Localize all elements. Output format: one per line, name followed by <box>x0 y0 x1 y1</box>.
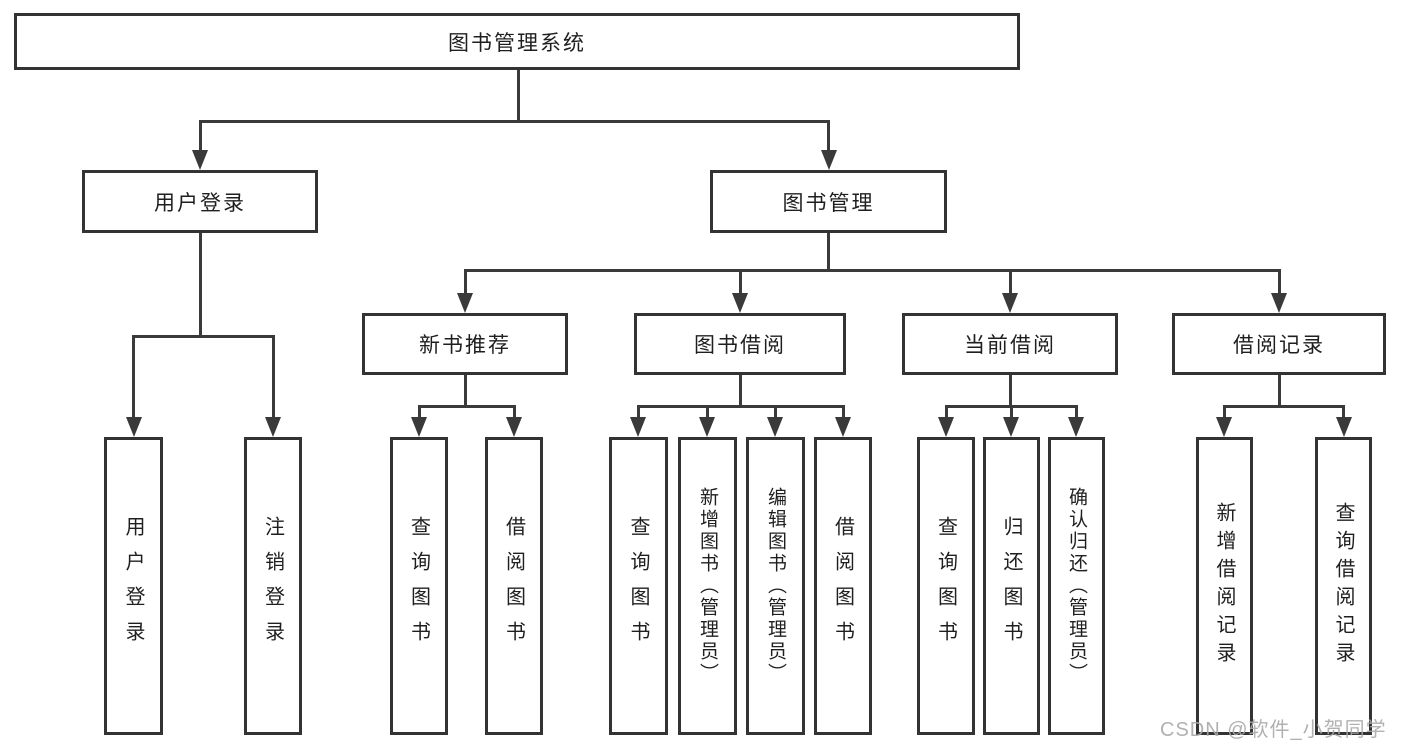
connector-line <box>1278 269 1281 299</box>
arrow-head <box>938 417 954 437</box>
node-new-book-recommend: 新书推荐 <box>362 313 568 375</box>
connector-line <box>517 70 520 122</box>
leaf-label: 借阅图书 <box>502 516 525 656</box>
connector-line <box>637 405 845 408</box>
arrow-head <box>732 293 748 313</box>
leaf-label: 新增图书（管理员） <box>697 487 718 685</box>
connector-line <box>464 269 1281 272</box>
arrow-head <box>821 150 837 170</box>
leaf-label: 新增借阅记录 <box>1213 502 1235 670</box>
connector-line <box>945 405 948 423</box>
arrow-head <box>1068 417 1084 437</box>
connector-line <box>774 405 777 423</box>
connector-line <box>637 405 640 423</box>
arrow-head <box>1216 417 1232 437</box>
connector-line <box>842 405 845 423</box>
leaf-edit-book-admin: 编辑图书（管理员） <box>746 437 805 735</box>
connector-line <box>513 405 516 423</box>
arrow-head <box>699 417 715 437</box>
arrow-head <box>835 417 851 437</box>
connector-line <box>1009 375 1012 408</box>
connector-line <box>1075 405 1078 423</box>
connector-line <box>739 375 742 408</box>
leaf-label: 借阅图书 <box>831 516 854 656</box>
connector-line <box>464 269 467 299</box>
connector-line <box>199 120 830 123</box>
leaf-label: 查询借阅记录 <box>1332 502 1354 670</box>
leaf-label: 注销登录 <box>261 516 284 656</box>
arrow-head <box>192 150 208 170</box>
leaf-query-borrow-record: 查询借阅记录 <box>1315 437 1372 735</box>
arrow-head <box>265 417 281 437</box>
connector-line <box>272 335 275 423</box>
connector-line <box>199 120 202 156</box>
connector-line <box>739 269 742 299</box>
node-user-login: 用户登录 <box>82 170 318 233</box>
connector-line <box>132 335 275 338</box>
node-borrow-record: 借阅记录 <box>1172 313 1386 375</box>
arrow-head <box>1002 293 1018 313</box>
leaf-confirm-return-admin: 确认归还（管理员） <box>1048 437 1105 735</box>
arrow-head <box>630 417 646 437</box>
connector-line <box>418 405 421 423</box>
arrow-head <box>506 417 522 437</box>
leaf-label: 确认归还（管理员） <box>1066 487 1087 685</box>
leaf-label: 查询图书 <box>407 516 430 656</box>
leaf-query-book-borrow: 查询图书 <box>609 437 668 735</box>
leaf-borrow-book: 借阅图书 <box>814 437 872 735</box>
leaf-label: 归还图书 <box>1000 516 1022 656</box>
leaf-logout: 注销登录 <box>244 437 302 735</box>
node-current-borrow: 当前借阅 <box>902 313 1118 375</box>
connector-line <box>706 405 709 423</box>
leaf-add-book-admin: 新增图书（管理员） <box>678 437 737 735</box>
leaf-return-book: 归还图书 <box>983 437 1040 735</box>
leaf-query-book-recommend: 查询图书 <box>390 437 448 735</box>
leaf-label: 查询图书 <box>934 516 957 656</box>
arrow-head <box>767 417 783 437</box>
arrow-head <box>126 417 142 437</box>
connector-line <box>1223 405 1345 408</box>
arrow-head <box>411 417 427 437</box>
arrow-head <box>1003 417 1019 437</box>
connector-line <box>1342 405 1345 423</box>
connector-line <box>418 405 516 408</box>
leaf-label: 查询图书 <box>627 516 649 656</box>
leaf-borrow-book-recommend: 借阅图书 <box>485 437 543 735</box>
node-book-borrow: 图书借阅 <box>634 313 846 375</box>
connector-line <box>1009 269 1012 299</box>
node-book-management: 图书管理 <box>710 170 947 233</box>
connector-line <box>827 233 830 272</box>
connector-line <box>827 120 830 156</box>
leaf-label: 用户登录 <box>122 516 144 656</box>
connector-line <box>464 375 467 408</box>
arrow-head <box>457 293 473 313</box>
connector-line <box>199 233 202 337</box>
watermark: CSDN @软件_小贺同学 <box>1160 719 1387 741</box>
connector-line <box>1223 405 1226 423</box>
arrow-head <box>1271 293 1287 313</box>
leaf-query-book-current: 查询图书 <box>917 437 975 735</box>
connector-line <box>1278 375 1281 408</box>
node-root: 图书管理系统 <box>14 13 1020 70</box>
connector-line <box>132 335 135 423</box>
arrow-head <box>1336 417 1352 437</box>
leaf-add-borrow-record: 新增借阅记录 <box>1196 437 1253 735</box>
leaf-user-login: 用户登录 <box>104 437 163 735</box>
leaf-label: 编辑图书（管理员） <box>765 487 786 685</box>
connector-line <box>1010 405 1013 423</box>
